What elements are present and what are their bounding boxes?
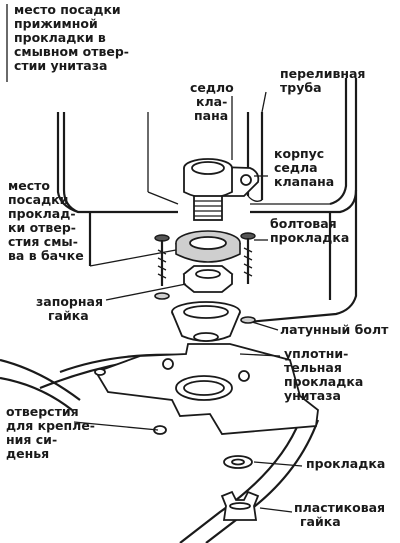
label-line: ва в бачке: [8, 248, 84, 263]
label-line: гайка: [48, 308, 89, 323]
bottom-gasket-drawing: [223, 455, 253, 469]
label-bolt-gasket: болтовая прокладка: [270, 216, 349, 245]
label-line: запорная: [36, 294, 103, 309]
label-line: корпус: [274, 146, 324, 161]
label-seat-cushion-toilet: место посадки прижимной прокладки в смыв…: [14, 2, 129, 73]
label-toilet-seal: уплотни- тельная прокладка унитаза: [284, 346, 363, 403]
label-line: ния си-: [6, 432, 57, 447]
label-line: отверстия: [6, 404, 79, 419]
label-valve-seat-body: корпус седла клапана: [274, 146, 334, 189]
label-line: прокладка: [270, 230, 349, 245]
label-line: прокладка: [284, 374, 363, 389]
label-plastic-nut: пластиковая гайка: [294, 500, 385, 529]
label-line: болтовая: [270, 216, 337, 231]
label-line: седло: [190, 80, 234, 95]
tank-outline: [56, 78, 358, 324]
lock-nut-drawing: [182, 265, 234, 293]
label-line: клапана: [274, 174, 334, 189]
label-lock-nut: запорная гайка: [36, 294, 103, 323]
tank-seat-gasket-drawing: [175, 230, 241, 263]
valve-seat-body-drawing: [183, 158, 260, 221]
toilet-seal-cone-drawing: [154, 292, 256, 342]
label-line: стии унитаза: [14, 58, 107, 73]
label-line: седла: [274, 160, 318, 175]
label-line: унитаза: [284, 388, 341, 403]
label-line: уплотни-: [284, 346, 348, 361]
label-line: тельная: [284, 360, 342, 375]
label-valve-seat: седло кла- пана: [190, 80, 234, 123]
label-line: денья: [6, 446, 49, 461]
plastic-nut-drawing: [220, 490, 260, 521]
label-line: проклад-: [8, 206, 76, 221]
label-line: посадки: [8, 192, 68, 207]
label-line: прокладки в: [14, 30, 106, 45]
label-line: место: [8, 178, 50, 193]
label-overflow-pipe: переливная труба: [280, 66, 365, 95]
label-line: пластиковая: [294, 500, 385, 515]
toilet-seal-plate-drawing: [94, 343, 319, 435]
label-line: гайка: [300, 514, 341, 529]
label-seat-gasket-tank: место посадки проклад- ки отвер- стия см…: [8, 178, 84, 263]
label-line: прижимной: [14, 16, 98, 31]
label-line: труба: [280, 80, 322, 95]
label-line: место посадки: [14, 2, 121, 17]
label-line: кла-: [196, 94, 227, 109]
label-line: стия смы-: [8, 234, 78, 249]
label-line: переливная: [280, 66, 365, 81]
label-line: пана: [194, 108, 228, 123]
label-line: латунный болт: [280, 322, 389, 337]
label-seat-holes: отверстия для крепле- ния си- денья: [6, 404, 95, 461]
bolts-drawing: [154, 232, 256, 286]
label-brass-bolt: латунный болт: [280, 322, 389, 337]
label-line: смывном отвер-: [14, 44, 129, 59]
leader-lines: [6, 4, 303, 513]
label-line: прокладка: [306, 456, 385, 471]
label-line: ки отвер-: [8, 220, 76, 235]
label-gasket: прокладка: [306, 456, 385, 471]
label-line: для крепле-: [6, 418, 95, 433]
